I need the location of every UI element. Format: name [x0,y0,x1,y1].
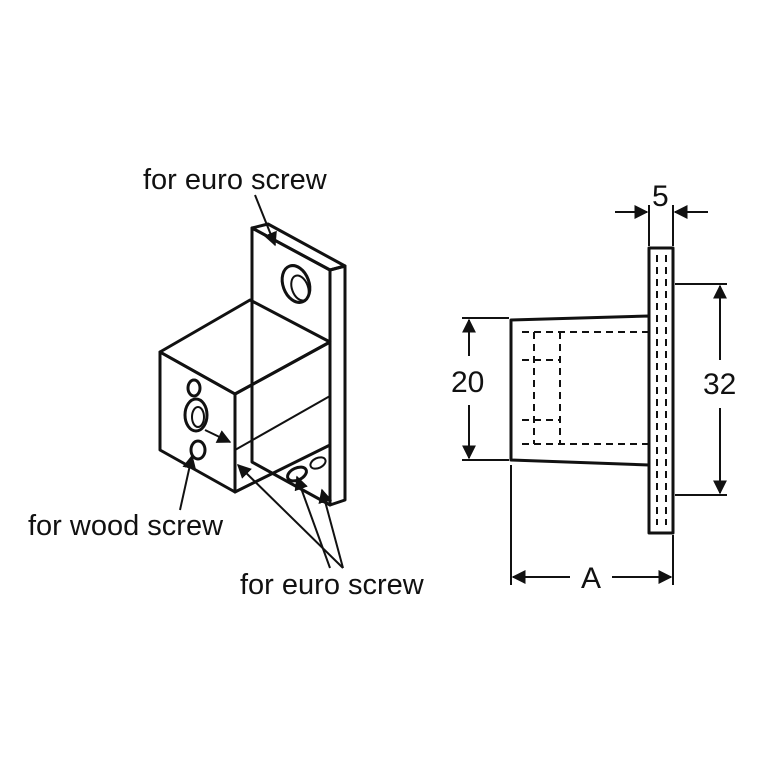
euro-screw-hole-top-icon [280,264,312,304]
euro-screw-hole-bottom-icon [286,456,327,483]
side-body [509,314,651,467]
dim-thickness-value: 5 [652,180,669,213]
dim-body-height-value: 20 [451,366,484,399]
dimension-body-height: 20 [451,317,509,461]
leader-lines [179,194,344,569]
wood-screw-hole-icon [183,378,209,461]
dimension-thickness: 5 [615,180,708,246]
block-body [158,298,332,494]
label-euro-screw-bottom: for euro screw [240,569,425,601]
side-view: 5 20 32 A [451,180,736,595]
label-wood-screw: for wood screw [28,510,224,542]
dimension-plate-height: 32 [675,283,736,496]
dim-length-value: A [581,562,601,595]
isometric-view: for euro screw for wood screw for euro s… [28,164,425,601]
label-euro-screw-top: for euro screw [143,164,328,196]
dim-plate-height-value: 32 [703,368,736,401]
side-plate [647,246,675,535]
dimension-length: A [510,465,674,595]
